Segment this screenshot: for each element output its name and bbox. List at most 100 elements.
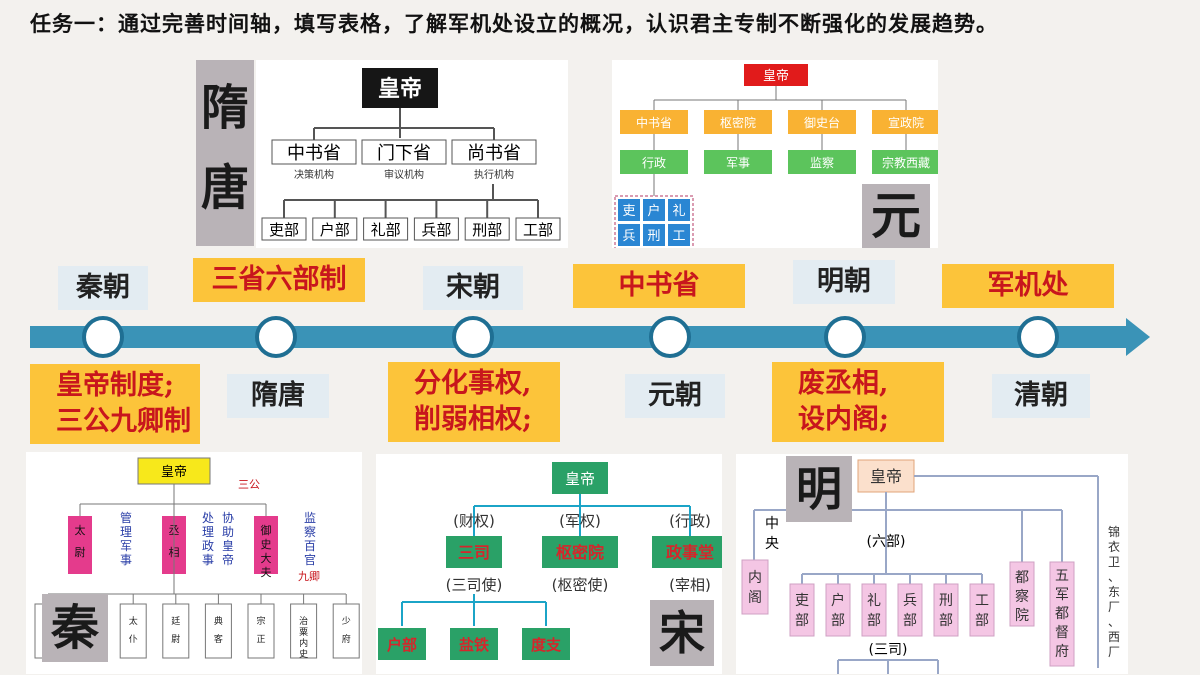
ming-secret-police: 厂: [1108, 600, 1120, 614]
yuan-char: 元: [871, 186, 921, 245]
qin-minister-box: [119, 603, 147, 659]
sui-department-name: 门下省: [377, 143, 431, 164]
qin-sangong-box: [68, 516, 92, 574]
qin-char: 秦: [50, 600, 99, 656]
qin-sangong-name: 大: [261, 551, 272, 565]
ming-ministry-name: 刑: [939, 593, 953, 609]
timeline-top-label: 军机处: [942, 264, 1114, 308]
timeline-top-label: 宋朝: [423, 266, 523, 310]
yuan-ministry-name: 吏: [622, 203, 635, 219]
ming-secret-police: 衣: [1108, 539, 1120, 554]
yuan-emperor: 皇帝: [763, 68, 789, 84]
qin-sangong-name: 御: [261, 523, 272, 537]
timeline-node: [649, 316, 691, 358]
song-head: (宰相): [669, 576, 711, 594]
ming-neige-name: 阁: [748, 590, 762, 606]
ming-char: 明: [796, 462, 842, 516]
ming-ministry-name: 吏: [795, 593, 809, 609]
song-sansi-box: [450, 628, 498, 660]
song-organ-name: 三司: [458, 543, 490, 562]
qin-description: 助: [222, 525, 234, 539]
sui-ministry-name: 户部: [320, 221, 350, 239]
qin-minister-box: [204, 603, 232, 659]
qin-minister-name: 粟: [299, 627, 308, 638]
song-head: (枢密使): [552, 576, 609, 594]
qin-minister-name: 府: [342, 633, 351, 645]
yuan-function-name: 监察: [810, 156, 834, 170]
yuan-office-box: [704, 110, 772, 134]
sui-department-role: 审议机构: [384, 168, 424, 181]
yuan-office-box: [788, 110, 856, 134]
ming-liubu-label: (六部): [867, 534, 906, 550]
qin-jiuqing-label: 九卿: [298, 570, 320, 583]
qin-sangong-name: 尉: [75, 545, 86, 559]
qin-description: 官: [304, 552, 316, 567]
song-sansi-box: [522, 628, 570, 660]
sui-ministry-name: 礼部: [371, 221, 401, 239]
qin-description: 协: [222, 510, 234, 525]
qin-label-box: 秦: [42, 594, 108, 662]
sui-ministry-name: 工部: [523, 221, 553, 239]
yuan-office-name: 御史台: [804, 115, 840, 130]
ming-ministry-name: 礼: [867, 593, 881, 609]
ming-secret-police: 东: [1108, 585, 1120, 599]
ming-duchayuan-box: [1009, 561, 1035, 627]
song-sansi-box: [378, 628, 426, 660]
sui-ministry-box: [515, 217, 561, 241]
ming-wujun-name: 五: [1055, 568, 1069, 584]
qin-minister-name: 内: [299, 637, 308, 649]
ming-ministry-name: 部: [795, 613, 809, 629]
timeline-node: [824, 316, 866, 358]
timeline-bottom-label: 清朝: [992, 374, 1090, 418]
ming-ministry-name: 部: [903, 613, 917, 629]
qin-minister-name: 治: [299, 615, 308, 627]
ming-secret-police: 、: [1108, 570, 1120, 584]
song-organ-box: [542, 536, 618, 568]
qin-sangong-name: 夫: [261, 566, 272, 579]
yuan-ministry-name: 刑: [647, 229, 660, 244]
yuan-ministry-box: [643, 224, 665, 246]
yuan-office-box: [872, 110, 940, 134]
song-sansi-name: 度支: [531, 636, 562, 654]
ming-ministry-name: 部: [831, 613, 845, 629]
yuan-ministry-box: [668, 224, 690, 246]
ming-duchayuan-name: 察: [1015, 588, 1029, 605]
qin-minister-name: 典: [214, 615, 223, 627]
song-sansi-name: 户部: [387, 636, 417, 654]
yuan-ministry-box: [668, 199, 690, 221]
yuan-label-box: 元: [862, 184, 930, 248]
ming-secret-police: 西: [1108, 630, 1120, 644]
sui-ministry-name: 兵部: [421, 221, 451, 239]
yuan-ministry-box: [643, 199, 665, 221]
song-emperor: 皇帝: [565, 470, 595, 488]
yuan-function-name: 行政: [642, 156, 666, 170]
song-power: (行政): [669, 512, 711, 530]
qin-minister-box: [247, 603, 275, 659]
yuan-diagram: 皇帝 中书省行政枢密院军事御史台监察宣政院宗教西藏 吏户礼兵刑工: [612, 60, 940, 251]
ming-ministry-box: [933, 583, 959, 637]
sui-department-role: 决策机构: [294, 168, 334, 181]
yuan-function-box: [788, 150, 856, 174]
ming-ministry-box: [825, 583, 851, 637]
qin-description: 事: [202, 553, 214, 567]
ming-wujun-name: 督: [1055, 625, 1069, 641]
sui-tang-char-1: 隋: [200, 80, 249, 136]
ming-emperor: 皇帝: [870, 467, 902, 486]
yuan-function-box: [704, 150, 772, 174]
ming-central-1: 中: [765, 516, 779, 532]
timeline-bottom-label: 元朝: [625, 374, 725, 418]
timeline-bottom-label: 废丞相, 设内阁;: [772, 362, 944, 442]
ming-duchayuan-name: 都: [1015, 570, 1029, 586]
qin-minister-name: 太: [129, 615, 138, 627]
ming-ministry-box: [969, 583, 995, 637]
sui-department-name: 尚书省: [467, 143, 521, 164]
ming-ministry-box: [789, 583, 815, 637]
yuan-office-name: 中书省: [636, 115, 672, 130]
timeline-node: [452, 316, 494, 358]
timeline-bottom-label: 皇帝制度; 三公九卿制: [30, 364, 200, 444]
yuan-function-name: 宗教西藏: [882, 155, 930, 170]
yuan-office-box: [620, 110, 688, 134]
sui-tang-label-box: 隋 唐: [196, 60, 254, 246]
timeline-bottom-label: 隋唐: [227, 374, 329, 418]
sui-ministry-box: [464, 217, 510, 241]
